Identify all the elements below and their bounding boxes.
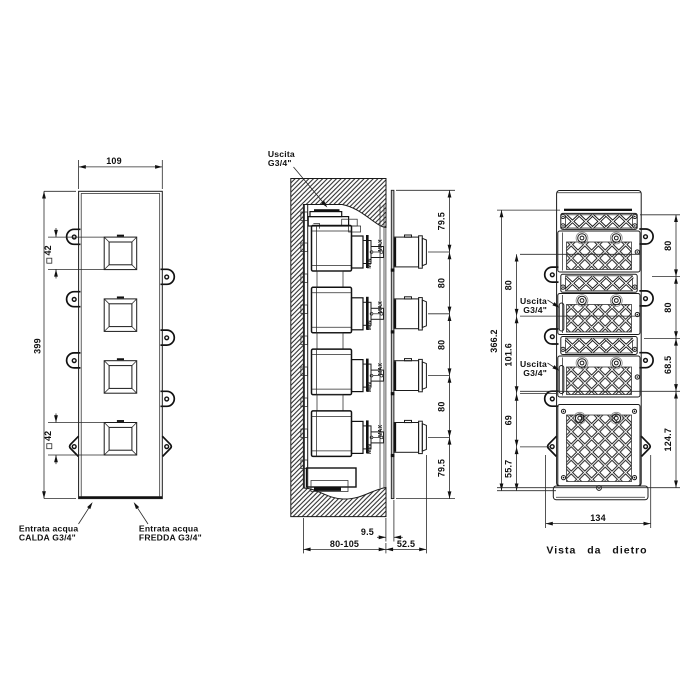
svg-text:G3/4": G3/4" [523, 305, 547, 315]
svg-text:68.5: 68.5 [663, 356, 673, 374]
svg-text:69: 69 [504, 415, 514, 425]
svg-text:MIN: MIN [367, 258, 373, 268]
svg-text:80-105: 80-105 [330, 539, 359, 549]
svg-text:80: 80 [436, 278, 446, 288]
svg-text:80: 80 [663, 240, 673, 250]
svg-text:80: 80 [436, 340, 446, 350]
svg-text:Uscita: Uscita [520, 359, 547, 369]
svg-text:CALDA G3/4": CALDA G3/4" [19, 532, 76, 542]
svg-text:MIN: MIN [367, 382, 373, 392]
svg-text:80: 80 [504, 280, 514, 290]
svg-text:42: 42 [43, 245, 53, 255]
svg-text:109: 109 [106, 156, 122, 166]
svg-text:55.7: 55.7 [504, 460, 514, 478]
svg-text:Entrata acqua: Entrata acqua [139, 523, 198, 533]
svg-text:134: 134 [590, 513, 606, 523]
svg-text:366.2: 366.2 [489, 329, 499, 353]
svg-text:399: 399 [33, 338, 43, 354]
svg-text:101.6: 101.6 [504, 343, 514, 367]
svg-text:FREDDA G3/4": FREDDA G3/4" [139, 532, 202, 542]
svg-text:80: 80 [436, 401, 446, 411]
svg-text:Entrata acqua: Entrata acqua [19, 523, 78, 533]
svg-text:G3/4": G3/4" [268, 158, 292, 168]
svg-text:9.5: 9.5 [361, 527, 374, 537]
svg-text:MAX: MAX [378, 363, 384, 376]
svg-text:79.5: 79.5 [436, 212, 446, 230]
svg-text:MIN: MIN [367, 444, 373, 454]
svg-text:MAX: MAX [378, 301, 384, 314]
svg-text:42: 42 [43, 431, 53, 441]
svg-text:79.5: 79.5 [436, 459, 446, 477]
svg-text:52.5: 52.5 [397, 539, 415, 549]
svg-text:Uscita: Uscita [268, 149, 295, 159]
svg-text:124.7: 124.7 [663, 428, 673, 452]
svg-text:80: 80 [663, 302, 673, 312]
svg-text:Vista da dietro: Vista da dietro [546, 545, 647, 557]
svg-text:MAX: MAX [378, 424, 384, 437]
svg-text:MIN: MIN [367, 320, 373, 330]
svg-text:Uscita: Uscita [520, 296, 547, 306]
svg-text:MAX: MAX [378, 239, 384, 252]
svg-text:G3/4": G3/4" [523, 368, 547, 378]
